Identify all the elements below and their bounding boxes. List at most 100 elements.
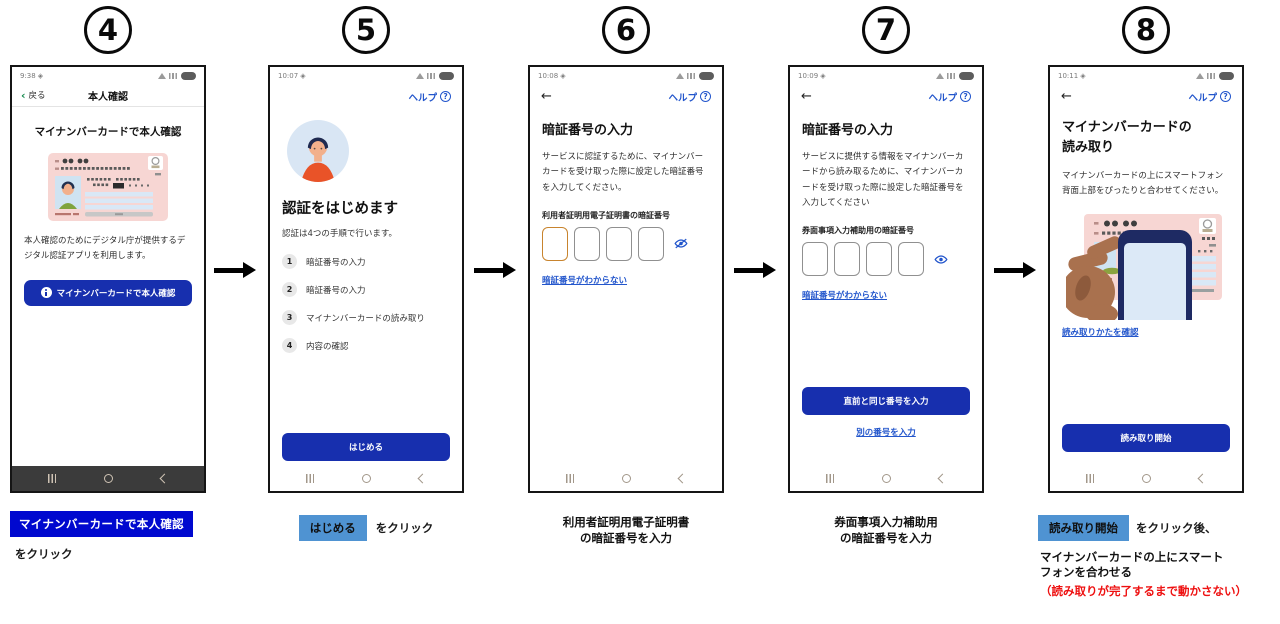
screen-heading: マイナンバーカードの 読み取り <box>1062 120 1192 155</box>
auth-steps-list: 1 暗証番号の入力 2 暗証番号の入力 3 マイナンバーカードの読み取り 4 内… <box>282 254 450 353</box>
home-icon[interactable] <box>102 473 114 485</box>
battery-icon <box>699 72 714 80</box>
wifi-icon <box>158 73 166 79</box>
screen-heading: 暗証番号の入力 <box>802 123 894 138</box>
caption-highlight: はじめる <box>298 515 367 541</box>
pin-digit-input[interactable] <box>606 226 632 261</box>
wifi-icon <box>416 73 424 79</box>
recent-apps-icon[interactable] <box>304 473 316 485</box>
help-link[interactable]: ヘルプ ? <box>668 90 711 104</box>
page-title: 本人確認 <box>88 91 128 103</box>
caption-line: マイナンバーカードの上にスマート <box>1040 550 1224 564</box>
status-bar: 10:09 ◈ <box>790 67 982 80</box>
status-time: 9:38 <box>20 72 36 80</box>
android-nav-bar <box>12 466 204 491</box>
step-number: 8 <box>1135 13 1157 47</box>
pin-digit-input[interactable] <box>834 242 860 277</box>
forgot-pin-link[interactable]: 暗証番号がわからない <box>542 275 628 286</box>
back-arrow-icon[interactable]: ← <box>801 89 812 104</box>
step-column-5: 5 10:07 ◈ ヘルプ ? <box>268 6 464 541</box>
home-icon[interactable] <box>880 473 892 485</box>
location-icon: ◈ <box>300 72 306 80</box>
help-link[interactable]: ヘルプ ? <box>928 90 971 104</box>
battery-icon <box>181 72 196 80</box>
pin-digit-input[interactable] <box>802 242 828 277</box>
recent-apps-icon[interactable] <box>46 473 58 485</box>
help-icon: ? <box>700 91 711 102</box>
caption-line: 券面事項入力補助用 <box>834 515 938 529</box>
caption-line: の暗証番号を入力 <box>840 531 932 546</box>
screen-heading: 暗証番号の入力 <box>542 123 634 138</box>
help-link[interactable]: ヘルプ ? <box>1188 90 1231 104</box>
back-arrow-icon[interactable]: ← <box>1061 89 1072 104</box>
forgot-pin-link[interactable]: 暗証番号がわからない <box>802 291 888 302</box>
home-icon[interactable] <box>620 473 632 485</box>
different-number-link[interactable]: 別の番号を入力 <box>856 428 916 438</box>
recent-apps-icon[interactable] <box>824 473 836 485</box>
location-icon: ◈ <box>1080 72 1086 80</box>
pin-digit-input[interactable] <box>898 242 924 277</box>
list-item: 2 暗証番号の入力 <box>282 282 450 297</box>
nav-back-icon[interactable] <box>416 473 428 485</box>
battery-icon <box>439 72 454 80</box>
pin-digit-input[interactable] <box>574 226 600 261</box>
step-number: 6 <box>615 13 637 47</box>
phone-screen-pin-entry-2: 10:09 ◈ ← ヘルプ ? 暗証番号の入力 サービスに提供する情報をマイナン… <box>788 65 984 493</box>
battery-icon <box>1219 72 1234 80</box>
home-icon[interactable] <box>1140 473 1152 485</box>
same-number-button[interactable]: 直前と同じ番号を入力 <box>802 387 970 415</box>
status-time: 10:08 <box>538 72 559 80</box>
eye-icon[interactable] <box>934 254 948 265</box>
status-time: 10:09 <box>798 72 819 80</box>
eye-off-icon[interactable] <box>674 238 688 249</box>
avatar <box>287 120 462 186</box>
description-text: サービスに認証するために、マイナンバーカードを受け取った際に設定した暗証番号を入… <box>542 152 704 193</box>
caption-click-text: をクリック <box>375 521 434 535</box>
help-icon: ? <box>960 91 971 102</box>
back-button[interactable]: ‹ 戻る <box>21 88 46 102</box>
start-button[interactable]: はじめる <box>282 433 450 461</box>
step-number-badge: 4 <box>84 6 132 54</box>
location-icon: ◈ <box>820 72 826 80</box>
pin-digit-input[interactable] <box>638 226 664 261</box>
pin-field-label: 利用者証明用電子証明書の暗証番号 <box>542 210 670 220</box>
recent-apps-icon[interactable] <box>564 473 576 485</box>
recent-apps-icon[interactable] <box>1084 473 1096 485</box>
android-nav-bar <box>530 466 722 491</box>
step-number-badge: 5 <box>342 6 390 54</box>
list-item: 4 内容の確認 <box>282 338 450 353</box>
caption-line: フォンを合わせる <box>1040 564 1132 579</box>
status-time: 10:07 <box>278 72 299 80</box>
pin-digit-input[interactable] <box>866 242 892 277</box>
caption-highlight: 読み取り開始 <box>1038 515 1129 541</box>
back-chevron-icon: ‹ <box>21 88 26 102</box>
nav-back-icon[interactable] <box>1196 473 1208 485</box>
signal-icon <box>687 73 696 79</box>
list-item: 3 マイナンバーカードの読み取り <box>282 310 450 325</box>
signal-icon <box>947 73 956 79</box>
step-column-6: 6 10:08 ◈ ← ヘルプ ? 暗証番号の入力 サービスに認証するために、マ… <box>528 6 724 546</box>
signal-icon <box>169 73 178 79</box>
nav-back-icon[interactable] <box>158 473 170 485</box>
how-to-scan-link[interactable]: 読み取りかたを確認 <box>1062 327 1139 338</box>
back-arrow-icon[interactable]: ← <box>541 89 552 104</box>
nav-back-icon[interactable] <box>676 473 688 485</box>
caption-line: の暗証番号を入力 <box>580 531 672 546</box>
pin-input-group <box>542 226 710 261</box>
list-item: 1 暗証番号の入力 <box>282 254 450 269</box>
caption-step-7: 券面事項入力補助用 の暗証番号を入力 <box>788 514 984 546</box>
caption-step-6: 利用者証明用電子証明書 の暗証番号を入力 <box>528 514 724 546</box>
home-icon[interactable] <box>360 473 372 485</box>
nav-back-icon[interactable] <box>936 473 948 485</box>
status-bar: 10:08 ◈ <box>530 67 722 80</box>
help-link[interactable]: ヘルプ ? <box>408 90 451 104</box>
screen-heading: 認証をはじめます <box>282 201 398 217</box>
caption-highlight: マイナンバーカードで本人確認 <box>10 511 193 537</box>
caption-click-text: をクリック <box>15 547 73 561</box>
pin-digit-input[interactable] <box>542 226 568 261</box>
step-column-4: 4 9:38 ◈ ‹ 戻る 本人確認 マイナンバーカードで本人確認 <box>10 6 206 562</box>
step-number-badge: 7 <box>862 6 910 54</box>
caption-line: 利用者証明用電子証明書 <box>562 515 690 529</box>
start-scan-button[interactable]: 読み取り開始 <box>1062 424 1230 452</box>
verify-with-mynumber-button[interactable]: マイナンバーカードで本人確認 <box>24 279 192 306</box>
